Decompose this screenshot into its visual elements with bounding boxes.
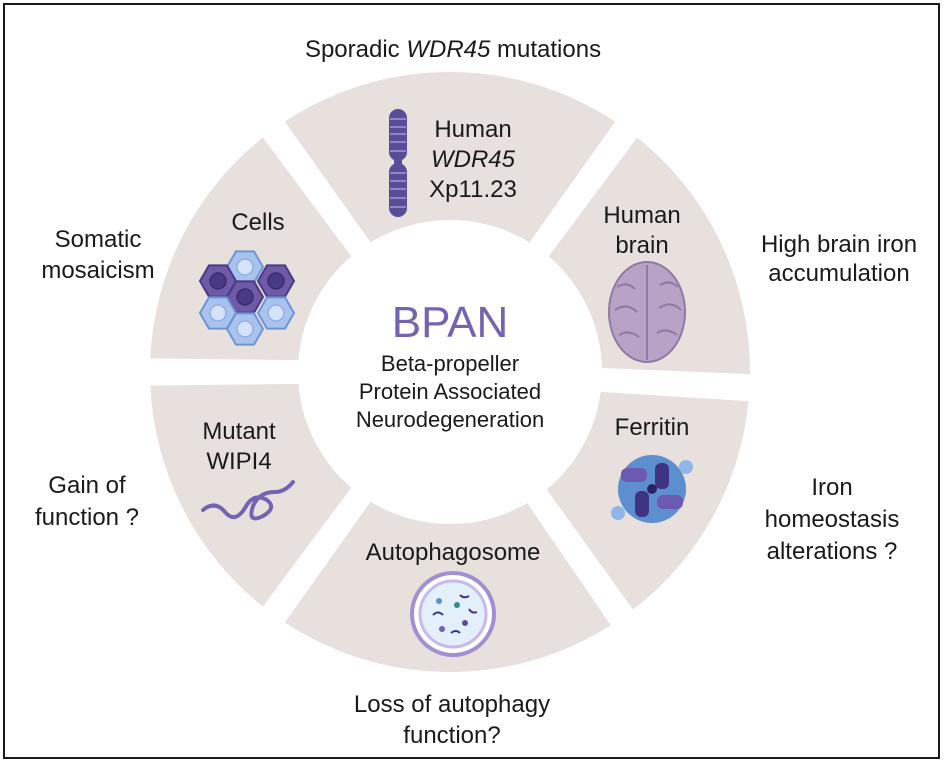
- outer-bottom-line-2: function?: [403, 722, 500, 749]
- gene-label-line-2: WDR45: [431, 146, 516, 173]
- center-title: BPAN: [392, 298, 509, 347]
- segment-cells: [150, 137, 352, 361]
- outer-right-top-line-1: High brain iron: [761, 231, 917, 258]
- cell-nucleus: [209, 272, 227, 290]
- cell-nucleus: [267, 272, 285, 290]
- outer-top-label: Sporadic WDR45 mutations: [305, 36, 601, 63]
- cells-icon: [198, 250, 296, 346]
- cell-nucleus: [209, 304, 227, 322]
- autophagosome-icon: [410, 571, 496, 657]
- segment-brain: [548, 137, 750, 375]
- autophagosome-label: Autophagosome: [366, 539, 541, 566]
- figure-frame: BPAN Beta-propeller Protein Associated N…: [3, 3, 940, 759]
- outer-right-bottom-line-2: homeostasis: [765, 506, 900, 533]
- outer-top-suffix: mutations: [490, 36, 601, 63]
- segment-gene: [284, 72, 616, 243]
- center-line-3: Neurodegeneration: [356, 407, 544, 432]
- outer-bottom-line-1: Loss of autophagy: [354, 691, 550, 718]
- center-line-1: Beta-propeller: [381, 351, 519, 376]
- center-circle: [298, 220, 602, 524]
- mutant-label-line-1: Mutant: [202, 418, 276, 445]
- protein-strand-icon: [201, 480, 295, 521]
- outer-left-top-line-2: mosaicism: [41, 257, 154, 284]
- brain-label-line-2: brain: [615, 232, 668, 259]
- outer-top-prefix: Sporadic: [305, 36, 406, 63]
- outer-right-bottom-line-1: Iron: [811, 474, 852, 501]
- outer-left-bottom-line-2: function ?: [35, 504, 139, 531]
- cell-nucleus: [236, 288, 254, 306]
- cell-nucleus: [267, 304, 285, 322]
- cell-nucleus: [236, 258, 254, 276]
- brain-label-line-1: Human: [603, 202, 680, 229]
- bpan-diagram: BPAN Beta-propeller Protein Associated N…: [35, 36, 917, 749]
- cells-label: Cells: [231, 209, 284, 236]
- center-line-2: Protein Associated: [359, 379, 541, 404]
- brain-icon: [608, 261, 686, 363]
- gene-label-line-3: Xp11.23: [429, 176, 517, 203]
- outer-right-bottom-line-3: alterations ?: [767, 538, 898, 565]
- gene-label-line-1: Human: [434, 116, 511, 143]
- outer-left-bottom-line-1: Gain of: [48, 472, 126, 499]
- ferritin-label: Ferritin: [615, 414, 690, 441]
- outer-left-top-line-1: Somatic: [55, 226, 142, 253]
- cell-nucleus: [236, 320, 254, 338]
- ferritin-icon: [611, 455, 693, 523]
- outer-right-top-line-2: accumulation: [768, 260, 909, 287]
- segment-mutant: [150, 383, 352, 607]
- chromosome-icon: [389, 109, 407, 217]
- mutant-label-line-2: WIPI4: [206, 448, 271, 475]
- outer-top-italic: WDR45: [406, 36, 491, 63]
